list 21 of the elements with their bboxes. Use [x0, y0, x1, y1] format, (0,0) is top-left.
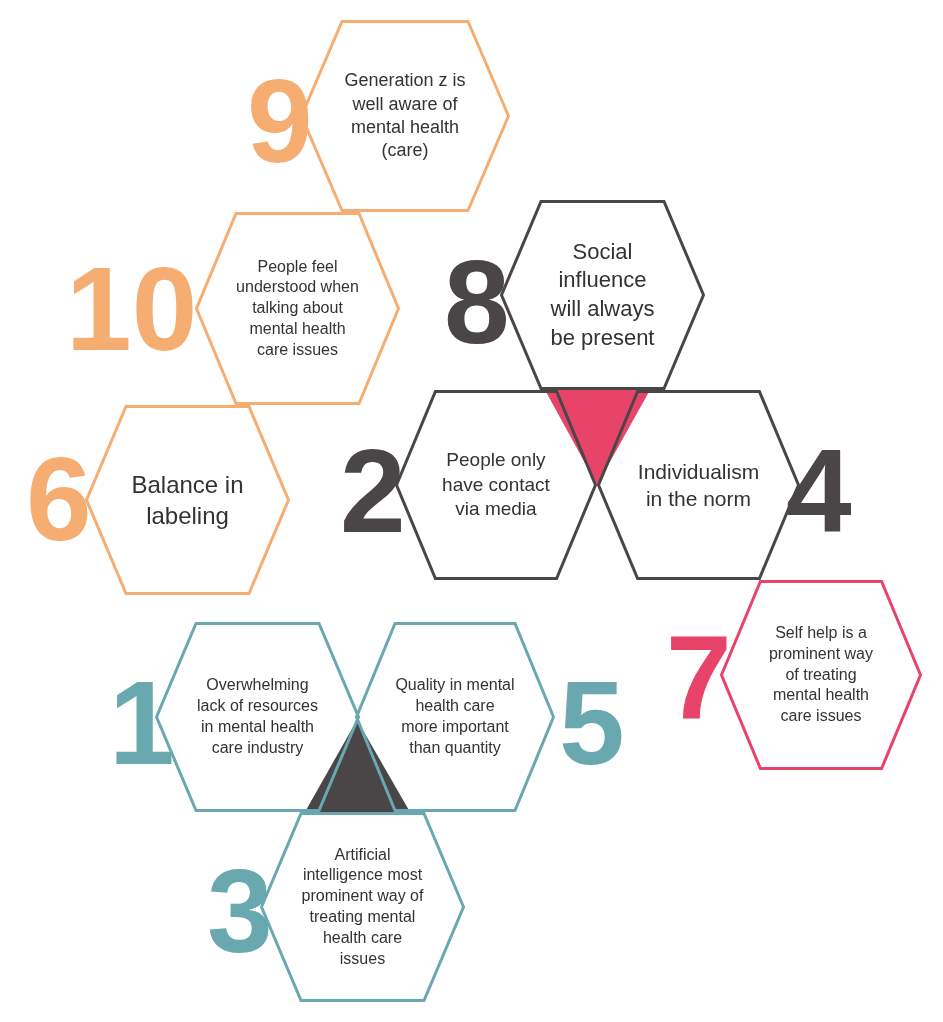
step-number: 10 — [65, 250, 199, 368]
hexagon — [355, 622, 555, 812]
step-number: 3 — [206, 852, 274, 970]
step-number: 2 — [339, 432, 407, 550]
step-number: 9 — [246, 62, 314, 180]
step-number: 8 — [443, 243, 511, 361]
hexagon-text: Quality in mental health care more important than quantity — [395, 675, 515, 758]
step-number: 6 — [25, 440, 93, 558]
hexagon-text: Balance in labeling — [130, 469, 245, 531]
hexagon-text: People feel understood when talking about mental health care issues — [236, 256, 359, 360]
hexagon-text: People only have contact via media — [441, 447, 551, 522]
hexagon-text: Self help is a prominent way of treating mental health care issues — [767, 623, 874, 727]
step-number: 7 — [665, 618, 733, 736]
step-number: 5 — [558, 664, 626, 782]
hexagon-text: Individualism in the norm — [637, 458, 760, 512]
hexagon-text: Artificial intelligence most prominent way of treating mental health care issues — [301, 844, 424, 969]
step-number: 4 — [785, 432, 853, 550]
hexagon-text: Social influence will always be present — [549, 237, 656, 352]
hexagon-text: Overwhelming lack of resources in mental health care industry — [196, 675, 319, 758]
hexagon — [195, 212, 400, 405]
hexagon-text: Generation z is well aware of mental health (care) — [343, 69, 467, 163]
